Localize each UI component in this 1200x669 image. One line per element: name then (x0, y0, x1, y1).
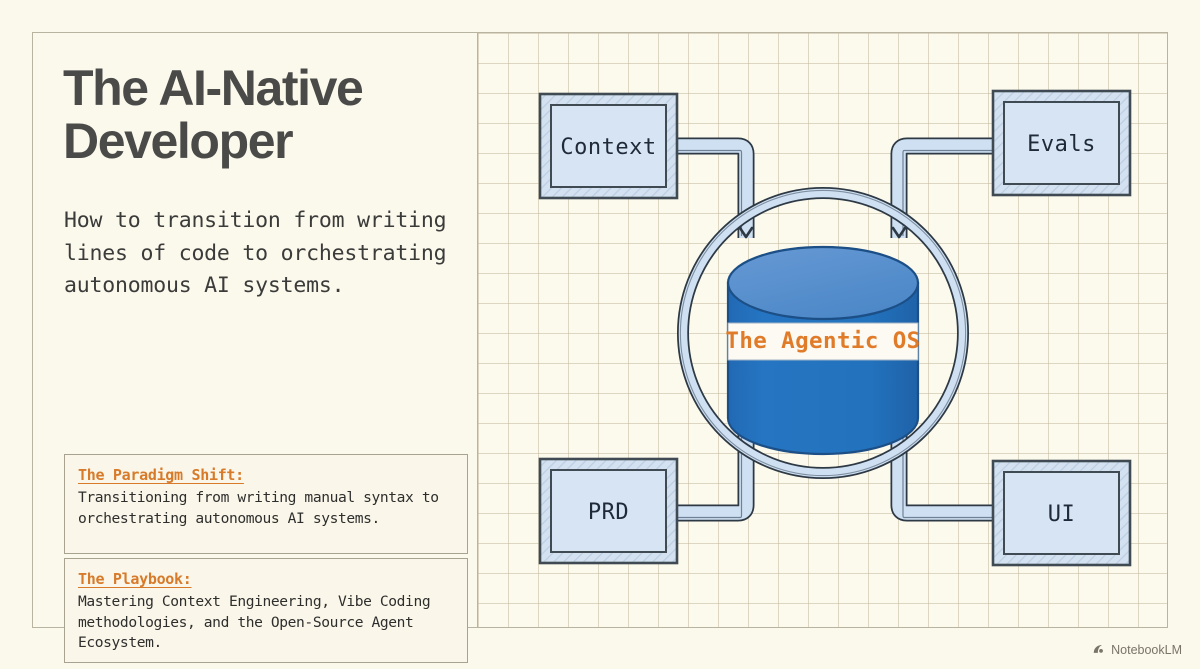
info-card-body: Mastering Context Engineering, Vibe Codi… (78, 593, 431, 652)
info-card-heading: The Paradigm Shift: (78, 466, 244, 484)
page-title: The AI-Native Developer (63, 60, 364, 169)
watermark-label: NotebookLM (1111, 643, 1182, 657)
info-card-playbook: The Playbook: Mastering Context Engineer… (64, 558, 468, 663)
node-label-prd: PRD (588, 500, 629, 525)
node-evals[interactable]: Evals (991, 89, 1132, 197)
notebooklm-watermark: NotebookLM (1092, 643, 1182, 657)
node-prd[interactable]: PRD (538, 457, 679, 565)
info-card-heading: The Playbook: (78, 570, 192, 588)
node-label-evals: Evals (1027, 132, 1096, 157)
agentic-os-cylinder: The Agentic OS (725, 245, 920, 456)
connector-context-to-center (608, 137, 755, 239)
content-frame (32, 32, 1168, 628)
node-ui[interactable]: UI (991, 459, 1132, 567)
node-label-ui: UI (1048, 502, 1076, 527)
agentic-os-diagram: The Agentic OS Context Evals PRD (538, 89, 1132, 567)
node-context[interactable]: Context (538, 92, 679, 200)
cylinder-label: The Agentic OS (725, 328, 920, 354)
notebooklm-logo-icon (1092, 643, 1106, 657)
info-card-body: Transitioning from writing manual syntax… (78, 489, 439, 527)
orbit-ring (677, 187, 969, 479)
connector-evals-to-center (890, 137, 1038, 239)
info-card-paradigm-shift: The Paradigm Shift: Transitioning from w… (64, 454, 468, 554)
node-label-context: Context (560, 135, 656, 160)
page-subtitle: How to transition from writing lines of … (64, 208, 447, 299)
left-panel: The AI-Native Developer How to transitio… (33, 33, 478, 663)
diagram-panel: The Agentic OS Context Evals PRD (478, 33, 1167, 627)
